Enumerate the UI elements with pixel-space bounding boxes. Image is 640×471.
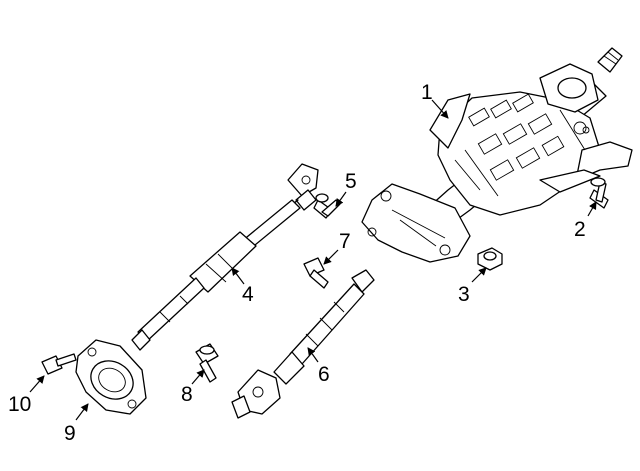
callout-6: 6 [318, 363, 330, 386]
part-9-seal-flange[interactable] [75, 339, 147, 415]
part-7-bolt[interactable] [303, 257, 329, 289]
part-1-steering-column[interactable] [361, 47, 633, 263]
callout-numbers: 1 2 3 4 5 6 7 8 9 10 [8, 81, 586, 445]
leader-7 [323, 249, 339, 265]
leader-lines [29, 99, 597, 421]
callout-8: 8 [181, 383, 193, 406]
part-6-lower-shaft[interactable] [231, 269, 375, 419]
callout-3: 3 [458, 283, 470, 306]
callout-2: 2 [574, 218, 586, 241]
leader-2 [587, 201, 597, 217]
callout-5: 5 [345, 170, 357, 193]
part-2-bolt[interactable] [589, 177, 609, 209]
callout-1: 1 [421, 81, 433, 104]
leader-8 [191, 369, 205, 385]
callout-10: 10 [8, 393, 31, 416]
leader-9 [75, 403, 89, 421]
part-3-nut[interactable] [477, 247, 503, 271]
part-10-bolt[interactable] [41, 353, 77, 375]
leader-6 [307, 347, 319, 363]
leader-3 [471, 267, 487, 283]
part-8-bolt[interactable] [195, 343, 219, 383]
leader-1 [431, 99, 449, 119]
leader-4 [231, 267, 245, 285]
leader-10 [29, 375, 45, 393]
part-4-intermediate-shaft[interactable] [131, 163, 319, 351]
leader-5 [335, 191, 347, 207]
callout-4: 4 [242, 283, 254, 306]
callout-7: 7 [339, 230, 351, 253]
callout-9: 9 [64, 422, 76, 445]
